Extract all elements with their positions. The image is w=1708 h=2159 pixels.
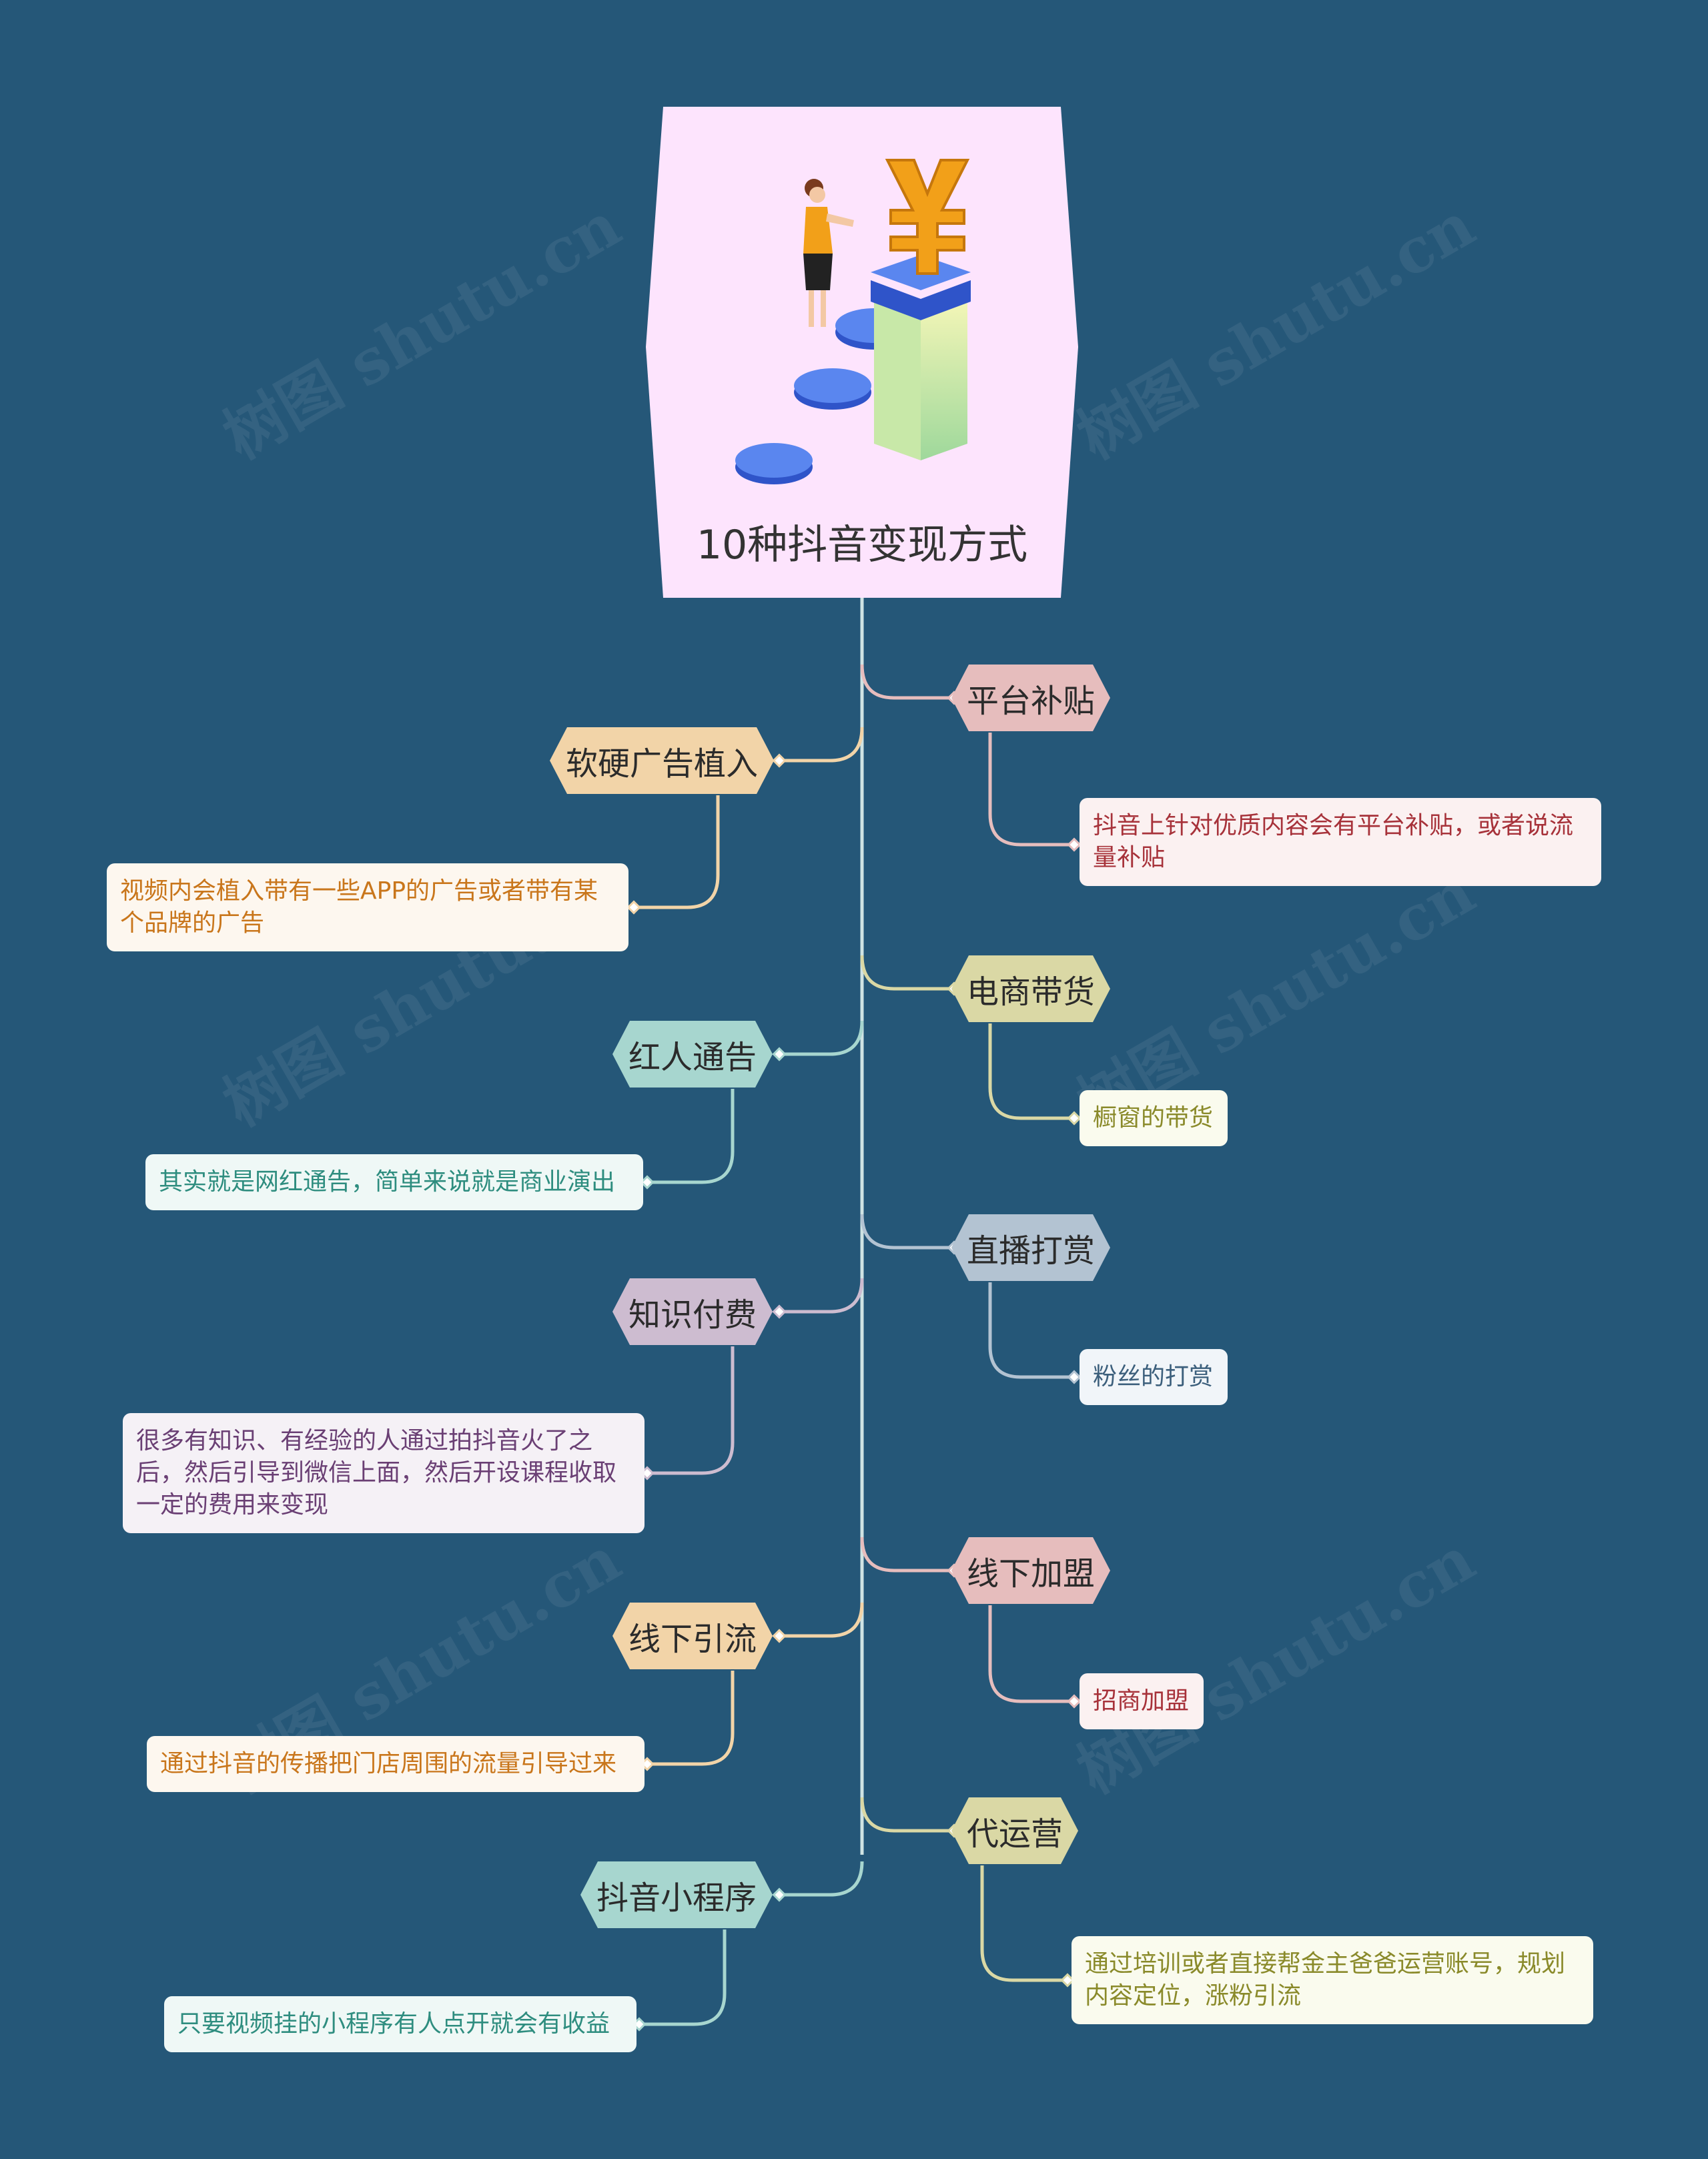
connector-dot xyxy=(1067,1111,1082,1126)
money-growth-illustration xyxy=(735,159,971,484)
branch-node-9[interactable]: 代运营 xyxy=(951,1797,1078,1864)
connector-b8 xyxy=(779,1602,864,1638)
leaf-text: 其实就是网红通告，简单来说就是商业演出 xyxy=(159,1168,616,1196)
leaf-node-6[interactable]: 很多有知识、有经验的人通过拍抖音火了之后，然后引导到微信上面，然后开设课程收取一… xyxy=(123,1413,645,1533)
leaf-text: 通过抖音的传播把门店周围的流量引导过来 xyxy=(160,1750,617,1777)
connector-b7 xyxy=(860,1537,954,1573)
leaf-text: 很多有知识、有经验的人通过拍抖音火了之后，然后引导到微信上面，然后开设课程收取一… xyxy=(136,1427,617,1519)
connector-dot xyxy=(1067,1694,1082,1709)
leaf-node-5[interactable]: 粉丝的打赏 xyxy=(1080,1349,1228,1405)
connector-b5-leaf xyxy=(988,1282,1074,1379)
leaf-text: 粉丝的打赏 xyxy=(1093,1363,1214,1390)
connector-b4 xyxy=(779,1020,864,1056)
connector-b4-leaf xyxy=(647,1089,735,1184)
branch-label: 线下引流 xyxy=(628,1621,757,1658)
connector-dot xyxy=(772,1304,787,1319)
connector-b10 xyxy=(779,1861,864,1897)
branch-node-5[interactable]: 直播打赏 xyxy=(951,1214,1110,1281)
connector-b2 xyxy=(779,727,864,763)
connector-b7-leaf xyxy=(988,1605,1074,1703)
connector-b3-leaf xyxy=(988,1023,1074,1120)
leaf-text: 视频内会植入带有一些APP的广告或者带有某个品牌的广告 xyxy=(120,877,598,937)
branch-label: 代运营 xyxy=(967,1815,1063,1853)
branch-label: 直播打赏 xyxy=(967,1232,1096,1270)
root-node[interactable] xyxy=(646,107,1078,598)
connector-b5 xyxy=(860,1214,954,1250)
leaf-node-4[interactable]: 其实就是网红通告，简单来说就是商业演出 xyxy=(145,1154,643,1210)
connector-b1-leaf xyxy=(988,733,1074,847)
branch-node-1[interactable]: 平台补贴 xyxy=(951,665,1110,731)
connector-b1 xyxy=(860,664,954,700)
connector-dot xyxy=(772,1629,787,1643)
branch-label: 软硬广告植入 xyxy=(566,745,759,783)
branch-label: 线下加盟 xyxy=(967,1555,1096,1593)
connector-b2-leaf xyxy=(634,795,720,909)
leaf-node-9[interactable]: 通过培训或者直接帮金主爸爸运营账号，规划内容定位，涨粉引流 xyxy=(1072,1936,1593,2024)
connector-b9 xyxy=(860,1797,954,1833)
branch-label: 电商带货 xyxy=(967,973,1096,1011)
connector-dot xyxy=(1060,1973,1075,1988)
connector-dot xyxy=(1067,1370,1082,1384)
connector-dot xyxy=(772,753,787,768)
connector-b3 xyxy=(860,955,954,991)
branch-node-10[interactable]: 抖音小程序 xyxy=(580,1861,773,1928)
connector-b9-leaf xyxy=(980,1865,1068,1982)
connector-b6-leaf xyxy=(647,1346,735,1475)
branch-node-4[interactable]: 红人通告 xyxy=(612,1021,773,1088)
connector-dot xyxy=(626,900,641,915)
branch-node-7[interactable]: 线下加盟 xyxy=(951,1537,1110,1604)
leaf-text: 抖音上针对优质内容会有平台补贴，或者说流量补贴 xyxy=(1093,812,1574,871)
branch-node-6[interactable]: 知识付费 xyxy=(612,1278,773,1345)
connector-dot xyxy=(772,1887,787,1902)
leaf-node-8[interactable]: 通过抖音的传播把门店周围的流量引导过来 xyxy=(147,1736,645,1792)
branch-label: 平台补贴 xyxy=(967,683,1096,720)
leaf-node-1[interactable]: 抖音上针对优质内容会有平台补贴，或者说流量补贴 xyxy=(1080,798,1601,886)
connector-b6 xyxy=(779,1278,864,1314)
branch-node-8[interactable]: 线下引流 xyxy=(612,1603,773,1669)
leaf-node-3[interactable]: 橱窗的带货 xyxy=(1080,1090,1228,1146)
leaf-node-2[interactable]: 视频内会植入带有一些APP的广告或者带有某个品牌的广告 xyxy=(107,863,628,951)
branch-label: 红人通告 xyxy=(628,1039,757,1076)
connector-dot xyxy=(772,1047,787,1061)
leaf-node-10[interactable]: 只要视频挂的小程序有人点开就会有收益 xyxy=(164,1996,636,2052)
leaf-text: 通过培训或者直接帮金主爸爸运营账号，规划内容定位，涨粉引流 xyxy=(1085,1950,1566,2010)
leaf-node-7[interactable]: 招商加盟 xyxy=(1080,1673,1204,1729)
branch-node-2[interactable]: 软硬广告植入 xyxy=(550,727,774,794)
branch-label: 知识付费 xyxy=(628,1296,757,1334)
branch-node-3[interactable]: 电商带货 xyxy=(951,955,1110,1022)
connector-dot xyxy=(640,1175,655,1190)
connector-b10-leaf xyxy=(639,1929,727,2026)
connector-dot xyxy=(1067,837,1082,852)
branch-label: 抖音小程序 xyxy=(596,1879,757,1917)
leaf-text: 只要视频挂的小程序有人点开就会有收益 xyxy=(177,2010,610,2038)
leaf-text: 橱窗的带货 xyxy=(1093,1104,1214,1132)
leaf-text: 招商加盟 xyxy=(1093,1687,1190,1715)
connector-b8-leaf xyxy=(647,1671,735,1766)
root-title: 10种抖音变现方式 xyxy=(696,522,1028,568)
